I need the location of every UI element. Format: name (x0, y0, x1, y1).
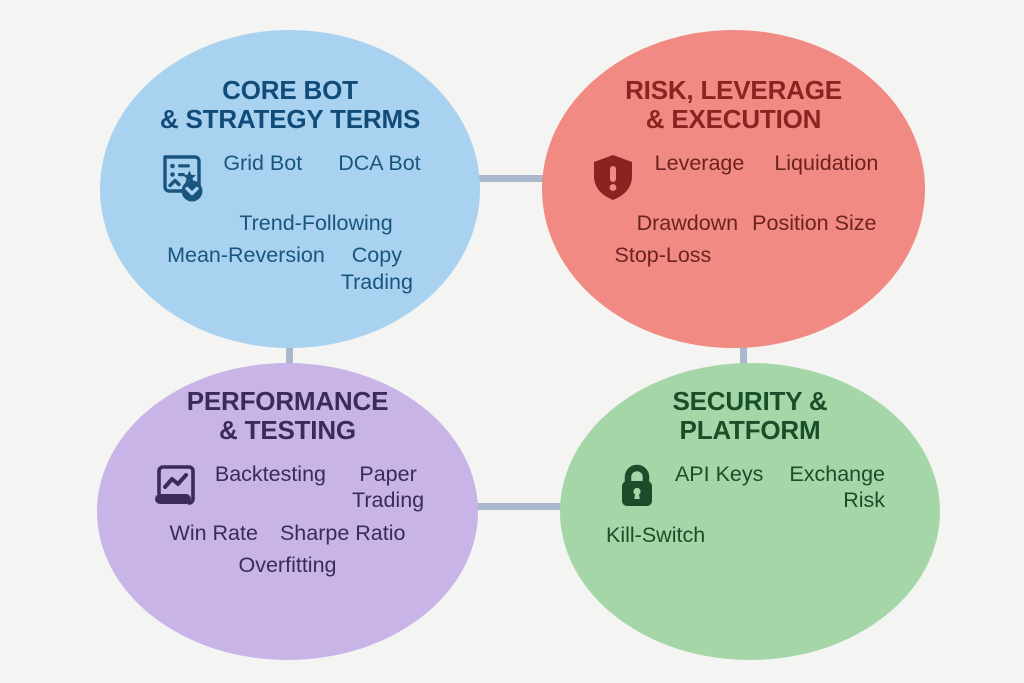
term-position-size: Position Size (752, 211, 877, 236)
term-trend-following: Trend-Following (239, 211, 393, 236)
node-security-title: SECURITY &PLATFORM (672, 386, 828, 446)
node-core-terms: Grid Bot DCA Bot Trend-Following Mean-Re… (125, 150, 455, 295)
shield-alert-icon (589, 152, 637, 204)
term-grid-bot: Grid Bot (223, 151, 303, 176)
lock-icon (615, 463, 659, 513)
term-mean-reversion: Mean-Reversion (167, 243, 325, 268)
node-risk-leverage-execution[interactable]: RISK, LEVERAGE& EXECUTION Leverage Liqui… (542, 30, 925, 348)
node-core-title: CORE BOT& STRATEGY TERMS (159, 75, 421, 135)
term-leverage: Leverage (654, 151, 745, 176)
node-security-terms: API Keys Exchange Risk Kill-Switch (590, 461, 910, 548)
term-sharpe-ratio: Sharpe Ratio (279, 520, 406, 545)
connector-core-to-risk (458, 175, 550, 182)
term-overfitting: Overfitting (238, 552, 337, 577)
term-api-keys: API Keys (674, 462, 764, 487)
node-security-platform[interactable]: SECURITY &PLATFORM API Keys Exchange Ris… (560, 363, 940, 660)
term-copy-trading: Copy Trading (340, 243, 413, 294)
term-exchange-risk: Exchange Risk (789, 462, 886, 513)
term-paper-trading: Paper Trading (352, 462, 425, 513)
connector-risk-to-security (740, 340, 747, 372)
term-dca-bot: DCA Bot (338, 151, 421, 176)
grid-bot-icon (159, 152, 207, 204)
term-stop-loss: Stop-Loss (614, 243, 712, 268)
node-risk-terms: Leverage Liquidation Drawdown Position S… (569, 150, 899, 268)
node-risk-title: RISK, LEVERAGE& EXECUTION (625, 75, 842, 135)
term-kill-switch: Kill-Switch (606, 522, 706, 547)
term-win-rate: Win Rate (169, 520, 258, 545)
node-core-bot-strategy-terms[interactable]: CORE BOT& STRATEGY TERMS (100, 30, 480, 348)
term-drawdown: Drawdown (636, 211, 739, 236)
term-liquidation: Liquidation (774, 151, 879, 176)
connector-performance-to-security (470, 503, 562, 510)
connector-core-to-performance (286, 340, 293, 372)
line-chart-icon (151, 463, 199, 513)
node-performance-terms: Backtesting Paper Trading Win Rate Sharp… (128, 461, 448, 578)
node-performance-testing[interactable]: PERFORMANCE& TESTING Backtesting Paper T… (97, 363, 478, 660)
node-performance-title: PERFORMANCE& TESTING (186, 386, 389, 446)
term-backtesting: Backtesting (214, 462, 327, 487)
